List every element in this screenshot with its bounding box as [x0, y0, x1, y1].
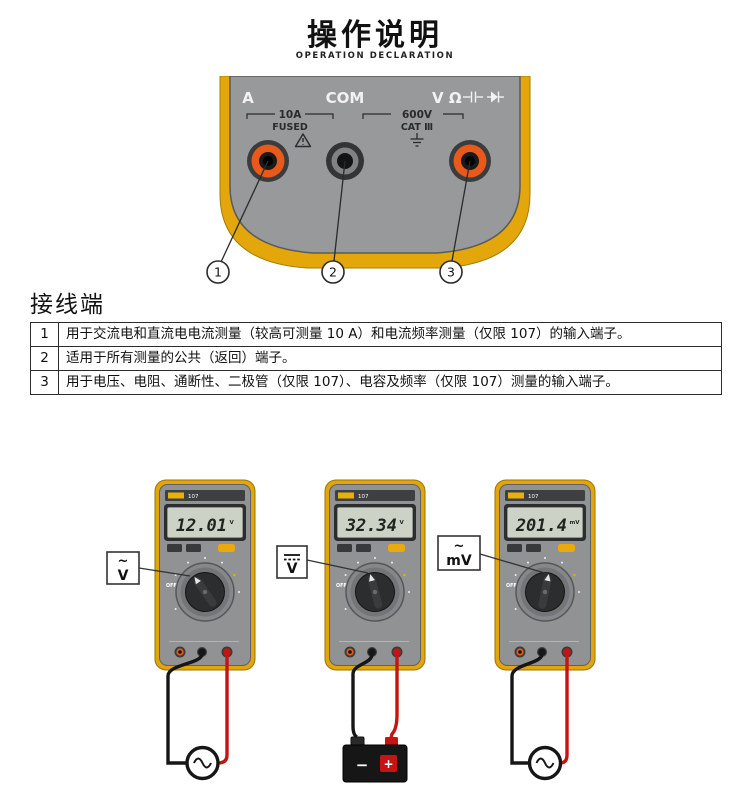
lcd-unit: V: [230, 520, 235, 526]
diode-icon: [487, 91, 504, 103]
battery-plus: +: [383, 757, 393, 771]
svg-text:1: 1: [214, 265, 222, 280]
callout-line-2: [333, 160, 346, 262]
callout-2: 2: [321, 260, 345, 284]
callouts: 1 2 3: [206, 160, 471, 284]
black-test-lead: [510, 653, 544, 765]
row-number: 2: [30, 345, 59, 371]
jack-labels: A COM V Ω: [242, 89, 504, 107]
battery-source: − +: [342, 736, 408, 783]
dc-symbol: [284, 554, 300, 561]
battery-minus: −: [356, 756, 369, 774]
holster: [219, 76, 531, 269]
red-test-lead: [389, 654, 399, 739]
terminal-table: 1 用于交流电和直流电电流测量（较高可测量 10 A）和电流频率测量（仅限 10…: [30, 322, 722, 395]
callout-line-1: [220, 160, 269, 263]
measurement-illustrations: 107 OFF: [106, 479, 596, 783]
red-plug: [223, 648, 231, 656]
section-heading: 接线端: [30, 292, 105, 318]
row-text: 用于电压、电阻、通断性、二极管（仅限 107）、电容及频率（仅限 107）测量的…: [58, 369, 722, 395]
mode-letter: mV: [446, 553, 472, 569]
callout-3: 3: [439, 260, 463, 284]
mode-callout-2: V: [276, 545, 369, 579]
ground-icon: [410, 133, 424, 147]
capacitor-icon: [463, 91, 483, 103]
lcd-reading: 12.01: [176, 516, 227, 536]
meter-1: 12.01 V ~ V: [106, 479, 256, 781]
mode-callout-3: ~ mV: [437, 535, 549, 575]
mode-letter: V: [287, 561, 298, 577]
row-number: 3: [30, 369, 59, 395]
black-plug: [198, 648, 206, 656]
voltage-rating: 600V: [402, 109, 433, 121]
black-test-lead: [351, 653, 374, 739]
row-text: 适用于所有测量的公共（返回）端子。: [58, 345, 722, 371]
multimeter-jack-diagram: A COM V Ω 10A FUSED: [206, 76, 531, 284]
table-row: 1 用于交流电和直流电电流测量（较高可测量 10 A）和电流频率测量（仅限 10…: [30, 322, 722, 347]
warning-icon: [294, 133, 312, 148]
voltage-bracket: [362, 113, 464, 119]
sine-wave-icon: [535, 757, 555, 769]
lcd-unit: V: [400, 520, 405, 526]
lcd-unit: mV: [570, 520, 581, 526]
table-row: 3 用于电压、电阻、通断性、二极管（仅限 107）、电容及频率（仅限 107）测…: [30, 369, 722, 395]
callout-1: 1: [206, 260, 230, 284]
page-title: 操作说明: [307, 18, 443, 53]
fuse-label: FUSED: [272, 122, 308, 133]
mode-letter: V: [118, 568, 129, 584]
jack-com-label: COM: [326, 89, 365, 107]
red-test-lead: [217, 654, 229, 765]
black-plug: [538, 648, 546, 656]
row-text: 用于交流电和直流电电流测量（较高可测量 10 A）和电流频率测量（仅限 107）…: [58, 322, 722, 347]
callout-line-3: [451, 160, 471, 262]
jack-v-label: V Ω: [432, 89, 462, 107]
lcd-reading: 32.34: [345, 516, 397, 536]
sine-wave-icon: [193, 757, 212, 769]
fuse-current: 10A: [279, 109, 303, 121]
ac-tilde: ~: [454, 539, 465, 554]
meter-2: 32.34 V − + V: [276, 479, 426, 783]
ac-sine-source: [185, 745, 220, 781]
fuse-bracket: [246, 113, 334, 119]
meter-3: 201.4 mV ~ mV: [437, 479, 596, 781]
row-number: 1: [30, 322, 59, 347]
cat-rating: CAT Ⅲ: [401, 122, 433, 133]
red-plug: [563, 648, 571, 656]
ac-tilde: ~: [118, 554, 129, 569]
svg-text:2: 2: [329, 265, 337, 280]
table-row: 2 适用于所有测量的公共（返回）端子。: [30, 345, 722, 371]
page-subtitle: OPERATION DECLARATION: [295, 51, 455, 61]
lcd-reading: 201.4: [515, 516, 567, 536]
ratings: 10A FUSED 600V CAT Ⅲ: [246, 109, 464, 148]
black-test-lead: [166, 653, 204, 765]
svg-text:3: 3: [447, 265, 455, 280]
ac-sine-source: [527, 745, 563, 781]
jack-a-label: A: [242, 89, 254, 107]
red-plug: [393, 648, 401, 656]
mode-callout-1: ~ V: [106, 551, 191, 585]
black-plug: [368, 648, 376, 656]
